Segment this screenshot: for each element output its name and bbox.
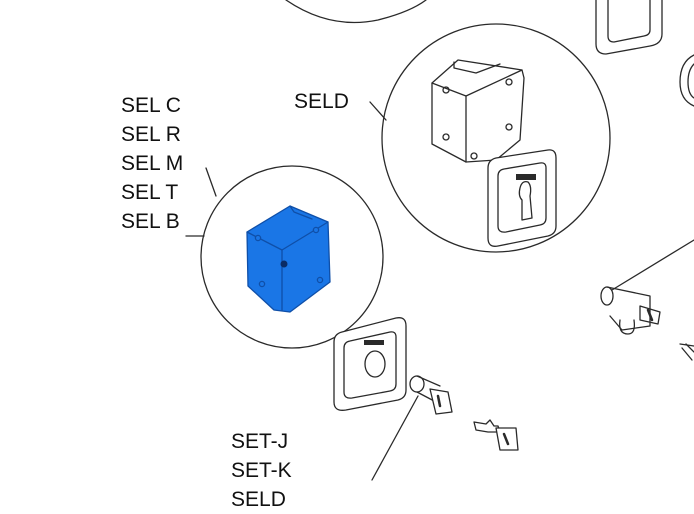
sel-leader-line	[205, 167, 217, 197]
partial-circle-top-callout	[285, 0, 427, 24]
key-icon	[473, 419, 519, 451]
sel-control-box-blue-icon	[246, 205, 331, 313]
sel-callout-circle	[200, 165, 384, 349]
sel-label-1: SEL C	[121, 94, 181, 117]
proximity-reader-icon	[333, 317, 407, 411]
seld-label: SELD	[294, 90, 349, 113]
key-cylinder-icon	[409, 375, 453, 415]
euro-cylinder-keypad-icon	[487, 149, 557, 247]
partial-device-top-right-icon	[595, 0, 663, 55]
sel-label-5: SEL B	[121, 210, 180, 233]
sel-label-2: SEL R	[121, 123, 181, 146]
set-label-1: SET-J	[231, 430, 289, 453]
set-model-label-group: SET-J SET-K SELD	[231, 427, 292, 514]
exploded-parts-diagram	[185, 0, 694, 481]
set-label-2: SET-K	[231, 459, 292, 482]
set-leader-line	[371, 395, 419, 481]
key-fragment-icon	[679, 343, 694, 361]
sel-label-4: SEL T	[121, 181, 179, 204]
seld-leader-line	[369, 101, 387, 121]
seld-control-box-icon	[431, 59, 525, 163]
euro-cylinder-icon	[600, 239, 694, 335]
sel-label-3: SEL M	[121, 152, 184, 175]
sel-model-label-group: SEL C SEL R SEL M SEL T SEL B	[121, 91, 183, 236]
seld-callout-circle	[381, 23, 611, 253]
partial-device-right-edge-icon	[679, 54, 694, 107]
